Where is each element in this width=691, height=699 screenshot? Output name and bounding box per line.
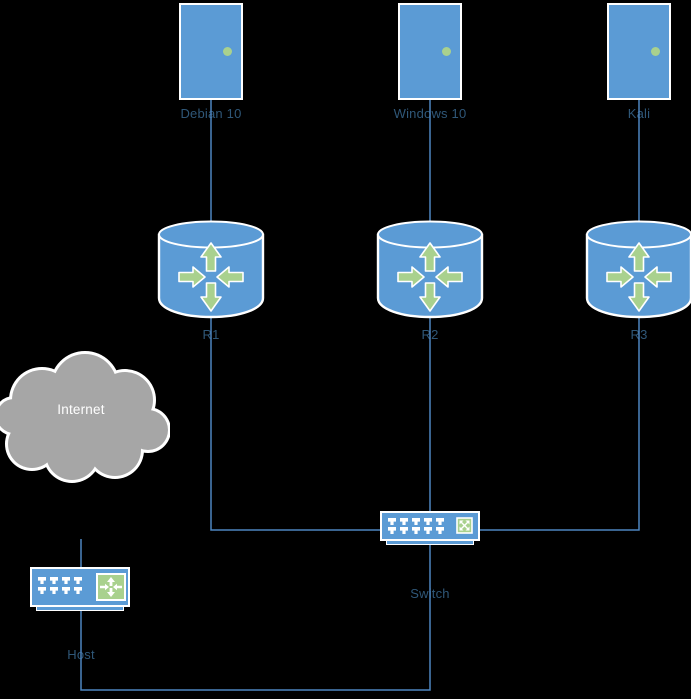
ethernet-port-icon (74, 587, 82, 594)
router-label-r3: R3 (630, 327, 648, 342)
router-node-r2[interactable] (376, 219, 484, 319)
crossover-arrows-icon (456, 517, 473, 534)
router-label-r1: R1 (202, 327, 220, 342)
ethernet-port-icon (388, 527, 396, 534)
server-label-kali: Kali (627, 106, 651, 121)
link-r1-switch (210, 315, 380, 531)
ethernet-port-icon (412, 527, 420, 534)
host-node[interactable] (30, 567, 130, 607)
host-label: Host (67, 647, 95, 662)
ethernet-port-icon (400, 527, 408, 534)
led-indicator-icon (442, 47, 451, 56)
ethernet-ports (38, 577, 82, 594)
router-label-r2: R2 (421, 327, 439, 342)
server-node-windows[interactable] (398, 3, 462, 100)
link-switch-host (80, 543, 431, 691)
route-arrows-icon (96, 573, 126, 601)
router-node-r1[interactable] (157, 219, 265, 319)
server-label-windows: Windows 10 (393, 106, 467, 121)
ethernet-port-icon (62, 577, 70, 584)
link-r3-switch (480, 315, 640, 531)
router-icon (159, 222, 263, 318)
ethernet-port-icon (436, 518, 444, 525)
cloud-icon (0, 351, 170, 483)
router-icon (378, 222, 482, 318)
ethernet-port-icon (424, 518, 432, 525)
router-icon (587, 222, 691, 318)
ethernet-ports (388, 518, 444, 534)
ethernet-port-icon (412, 518, 420, 525)
router-node-r3[interactable] (585, 219, 691, 319)
led-indicator-icon (223, 47, 232, 56)
ethernet-port-icon (38, 587, 46, 594)
led-indicator-icon (651, 47, 660, 56)
switch-node[interactable] (380, 511, 480, 541)
ethernet-port-icon (50, 577, 58, 584)
ethernet-port-icon (50, 587, 58, 594)
server-node-kali[interactable] (607, 3, 671, 100)
ethernet-port-icon (38, 577, 46, 584)
ethernet-port-icon (62, 587, 70, 594)
ethernet-port-icon (388, 518, 396, 525)
cloud-label: Internet (57, 402, 105, 417)
ethernet-port-icon (400, 518, 408, 525)
server-node-debian[interactable] (179, 3, 243, 100)
server-label-debian: Debian 10 (180, 106, 242, 121)
ethernet-port-icon (74, 577, 82, 584)
ethernet-port-icon (424, 527, 432, 534)
switch-label: Switch (410, 586, 450, 601)
ethernet-port-icon (436, 527, 444, 534)
